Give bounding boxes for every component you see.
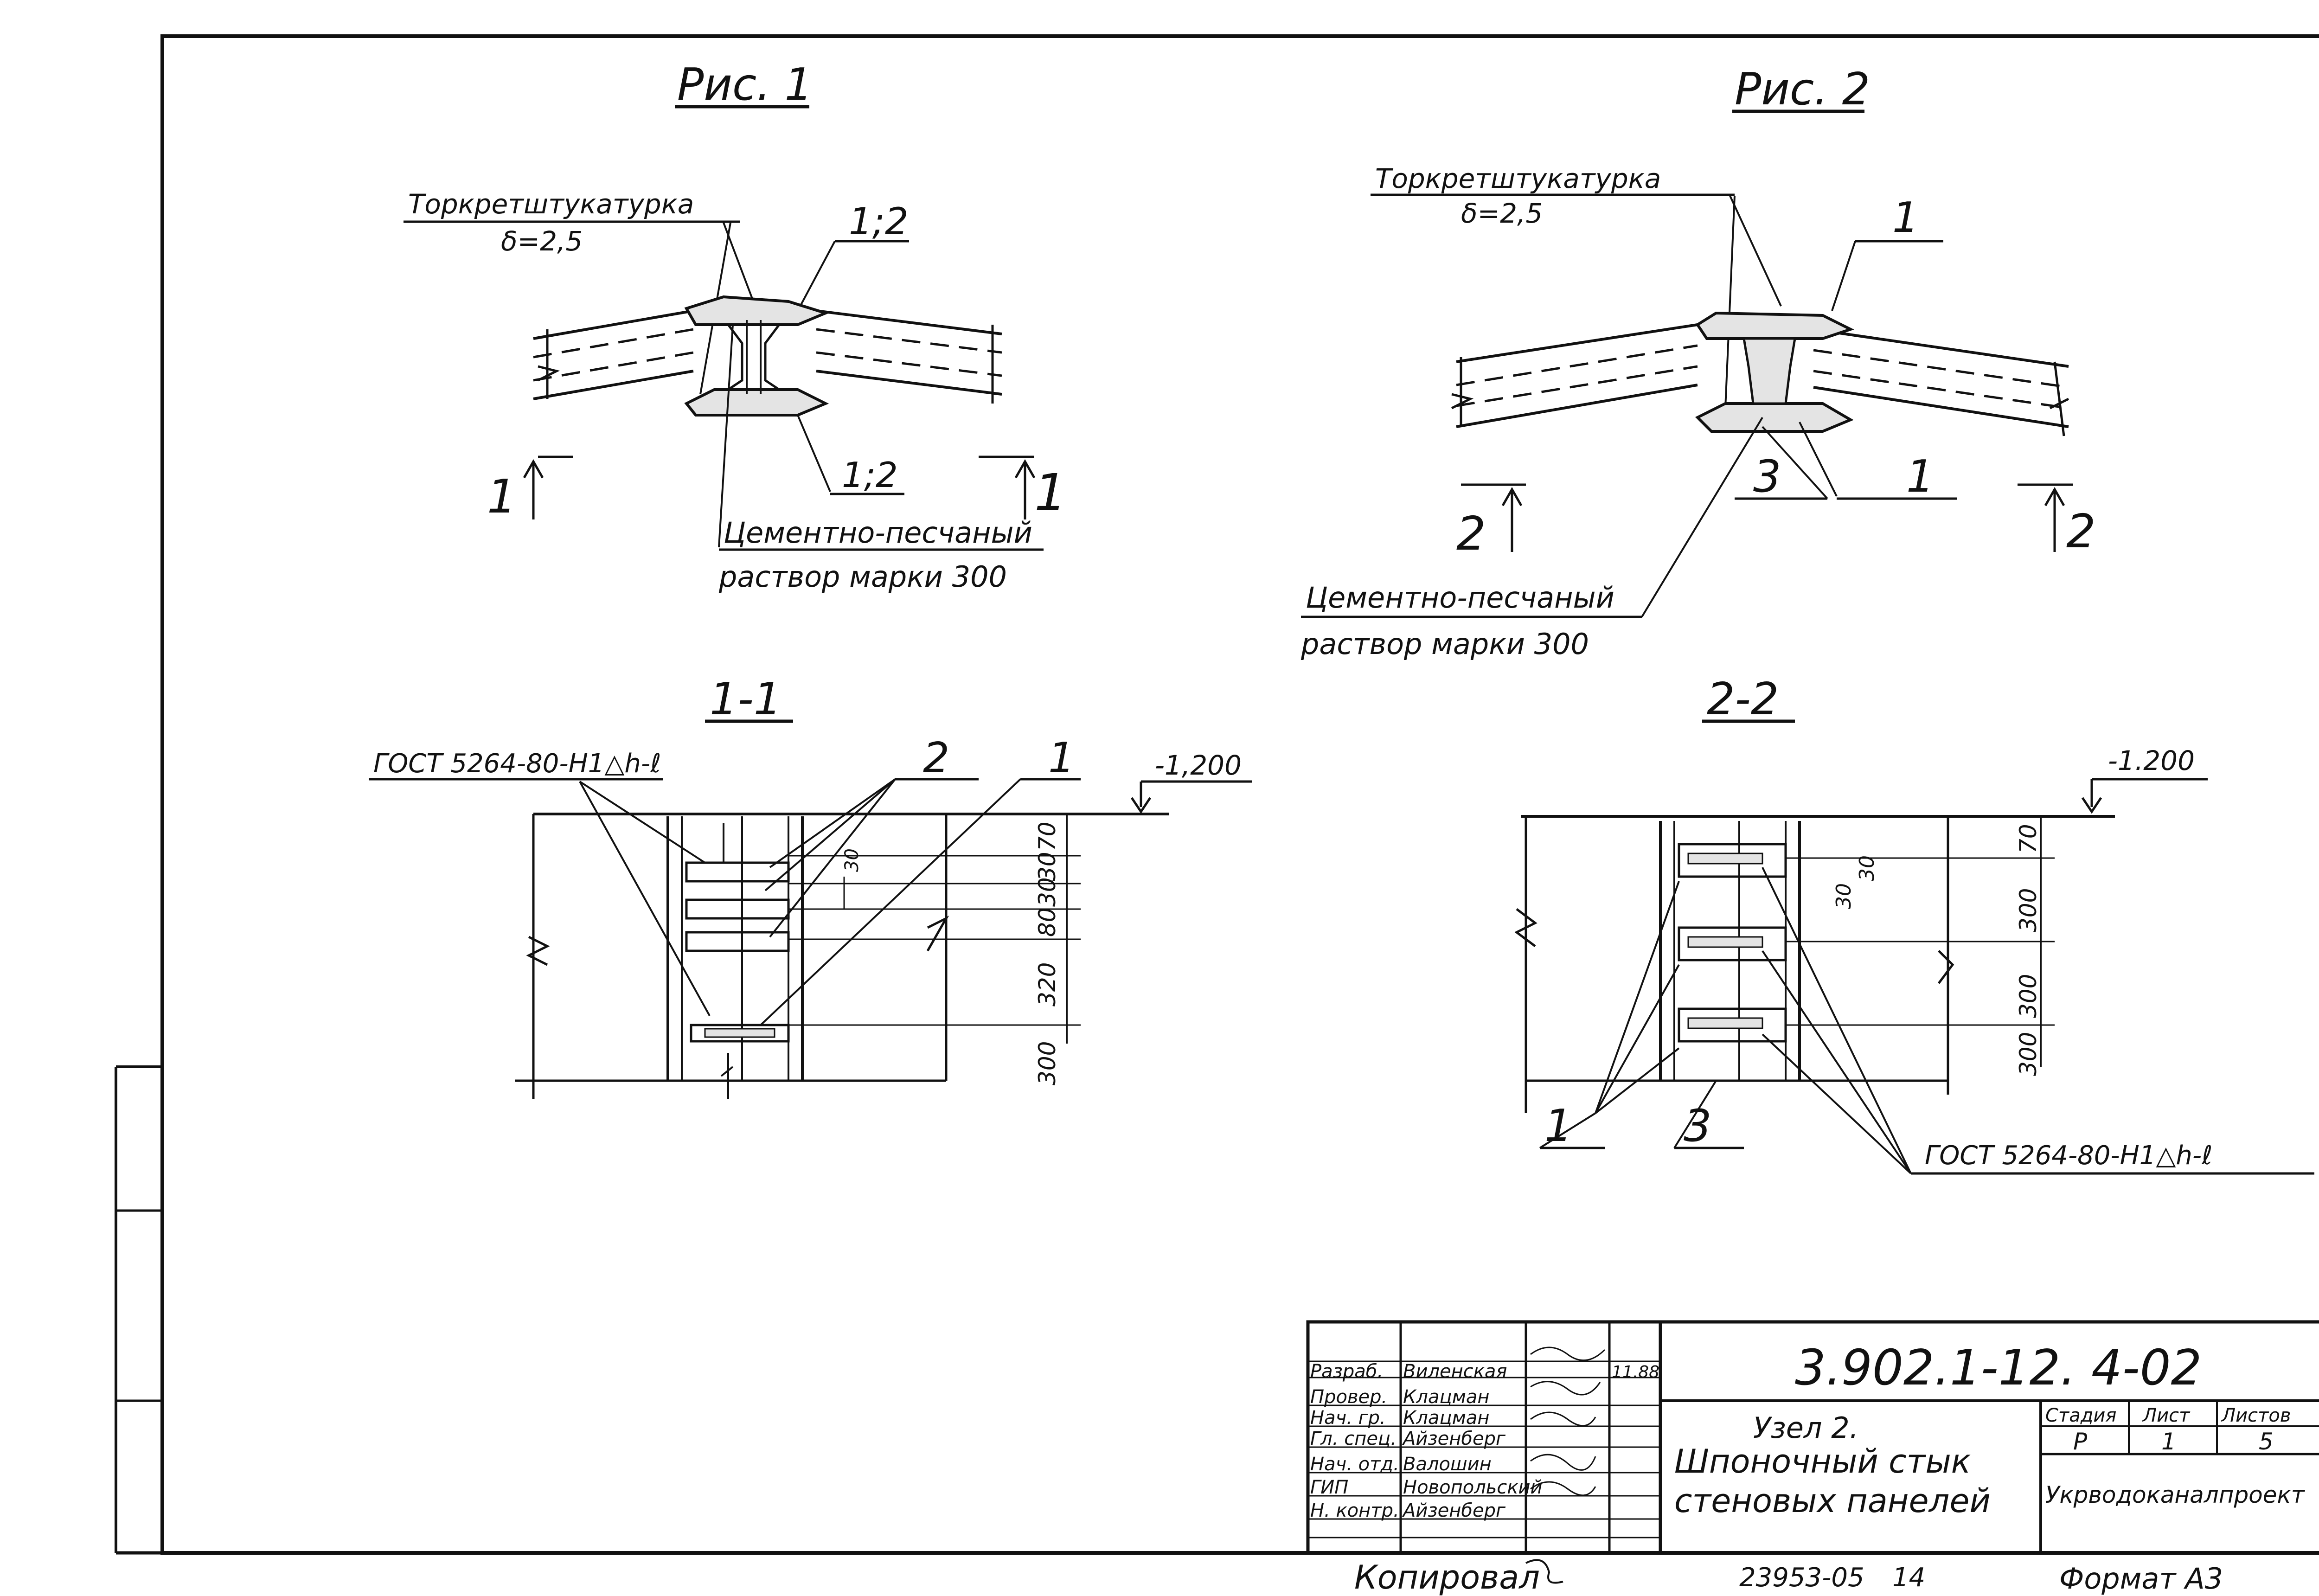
tb-title-line2: Шпоночный стык [1674,1442,1971,1481]
footer-inventory-num: 14 [1892,1563,1925,1593]
fig2-label-bottom-b: 1 [1906,451,1934,502]
fig1-mortar-line2: раствор марки 300 [718,560,1007,594]
footer-copied: Копировал [1354,1558,1540,1596]
fig2-torkret-thickness: δ=2,5 [1461,198,1543,229]
tb-role-6: Н. контр. [1310,1500,1399,1521]
tb-role-1: Провер. [1310,1386,1387,1408]
fig1-label-top: 1;2 [849,200,909,243]
sec22-gost: ГОСТ 5264-80-Н1△h-ℓ [1925,1141,2212,1171]
sec11-dim-30b: 30 [1034,877,1061,907]
tb-sheets-header: Листов [2221,1405,2291,1426]
fig1-torkret-label: Торкретштукатурка [408,188,694,220]
fig2-mortar-line1: Цементно-песчаный [1306,581,1614,615]
tb-role-4: Нач. отд. [1310,1454,1399,1475]
fig2-mortar-line2: раствор марки 300 [1300,627,1589,661]
tb-date: 11.88 [1612,1363,1659,1382]
footer-format: Формат А3 [2059,1562,2223,1596]
tb-title-line1: Узел 2. [1753,1411,1858,1445]
sec11-dim-300: 300 [1034,1041,1061,1085]
tb-role-2: Нач. гр. [1310,1407,1386,1429]
sec22-dim-70: 70 [2015,824,2042,853]
sec11-elevation: -1,200 [1155,750,1242,781]
sec22-label-1: 1 [1544,1101,1572,1152]
sec22-label-3: 3 [1684,1101,1711,1152]
sec11-dim-320: 320 [1034,962,1061,1006]
fig1-section-left: 1 [487,469,517,524]
tb-stage-value: Р [2073,1428,2088,1455]
tb-role-5: ГИП [1310,1477,1348,1498]
tb-role-0: Разраб. [1310,1361,1383,1382]
fig1-section-right: 1 [1034,463,1067,522]
tb-organization: Укрводоканалпроект [2045,1481,2306,1508]
tb-role-3: Гл. спец. [1310,1428,1397,1449]
fig2-torkret-label: Торкретштукатурка [1375,163,1661,194]
sec22-dim-300c: 300 [2015,1032,2042,1076]
tb-sheets-value: 5 [2259,1428,2274,1455]
fig2-section-left: 2 [1456,506,1486,561]
tb-doc-code: 3.902.1-12. 4-02 [1795,1340,2202,1396]
fig2-label-bottom-a: 3 [1753,451,1781,502]
sec11-dim-70: 70 [1034,821,1061,851]
tb-title-line3: стеновых панелей [1674,1482,1991,1520]
sec22-dim-300b: 300 [2015,974,2042,1018]
tb-stage-header: Стадия [2045,1405,2116,1426]
tb-name-0: Виленская [1403,1361,1507,1382]
sec11-label-1: 1 [1048,734,1075,782]
fig1-mortar-line1: Цементно-песчаный [724,516,1032,550]
tb-sheet-value: 1 [2161,1428,2176,1455]
sec22-dim-small-a: 30 [1832,883,1856,909]
fig1-torkret-thickness: δ=2,5 [501,225,583,257]
figure-2: Рис. 2 Торкретштукатурка δ=2,5 1 1 3 [1300,64,2096,661]
fig1-title: Рис. 1 [677,59,813,110]
tb-name-4: Валошин [1403,1454,1492,1475]
sec11-dim-30a: 30 [1034,852,1061,881]
sec22-dim-small-b: 30 [1855,855,1879,881]
section-2-2: 2-2 -1.200 70 300 300 300 30 30 [1514,674,2314,1175]
tb-name-6: Айзенберг [1402,1500,1506,1521]
sheet-frame [115,34,2319,1555]
tb-name-3: Айзенберг [1402,1428,1506,1449]
tb-name-5: Новопольский [1403,1477,1543,1498]
section-1-1: 1-1 ГОСТ 5264-80-Н1△h-ℓ 2 1 -1,200 [369,674,1252,1099]
sec11-dim-small: 30 [841,848,863,872]
footer-inventory: 23953-05 [1739,1563,1864,1593]
title-block: Разраб. Виленская Провер. Клацман Нач. г… [1306,1320,2319,1555]
sec11-gost: ГОСТ 5264-80-Н1△h-ℓ [373,749,661,779]
fig2-label-top: 1 [1892,193,1919,242]
sec22-title: 2-2 [1707,674,1779,725]
sec11-label-2: 2 [923,734,949,782]
fig2-section-right: 2 [2066,504,2096,558]
fig2-title: Рис. 2 [1735,64,1870,115]
tb-name-2: Клацман [1403,1407,1490,1429]
fig1-label-bottom: 1;2 [842,455,898,495]
sec22-dim-300a: 300 [2015,888,2042,932]
footer: Копировал 23953-05 14 Формат А3 [1354,1558,2223,1596]
tb-name-1: Клацман [1403,1386,1490,1408]
tb-sheet-header: Лист [2142,1405,2191,1426]
figure-1: Рис. 1 Торкретштукатурка δ=2,5 1;2 1;2 [404,59,1067,594]
copier-signature-mark [1525,1559,1563,1584]
sec22-elevation: -1.200 [2108,745,2195,776]
sec11-dim-80: 80 [1034,907,1061,937]
signature-mark [1530,1346,1606,1361]
sec11-title: 1-1 [710,674,782,725]
